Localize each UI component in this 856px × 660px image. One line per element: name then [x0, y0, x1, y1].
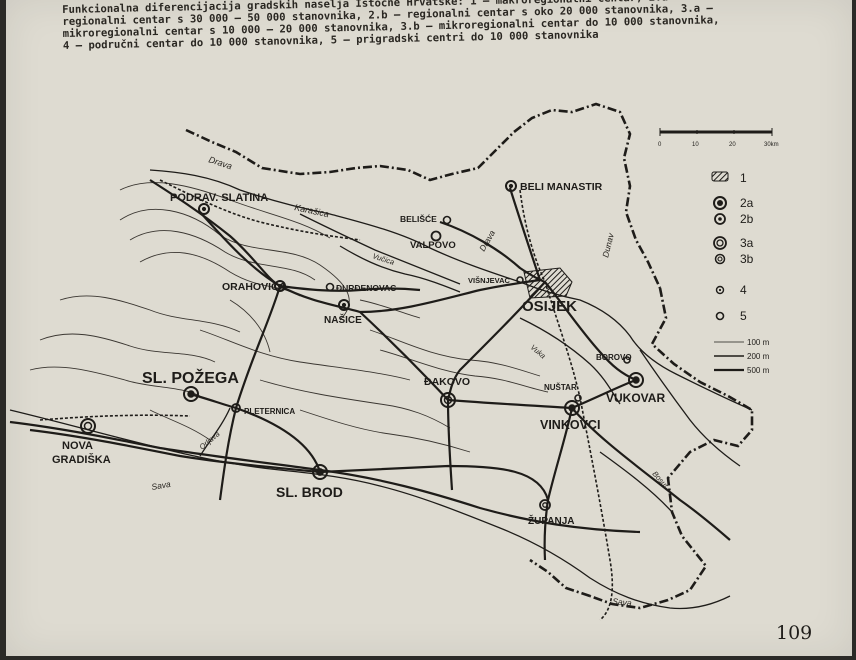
label-sl-brod: SL. BROD	[276, 484, 343, 500]
legend-symbol-2a-dot	[717, 200, 723, 206]
label-gradiska: GRADIŠKA	[52, 453, 111, 466]
legend-label-1: 1	[740, 171, 747, 185]
legend-label-5: 5	[740, 309, 747, 323]
river-label-sava-se: Sava	[612, 596, 633, 608]
label-orahovica: ORAHOVICA	[222, 281, 287, 293]
legend-symbol-3b	[714, 253, 726, 265]
legend-label-2a: 2a	[740, 196, 754, 210]
town-symbol-nasice-dot	[341, 302, 347, 308]
scale-bar: 0 10 20 30km	[658, 128, 779, 148]
legend-symbol-2a	[713, 196, 727, 210]
town-symbol-vukovar	[628, 372, 644, 388]
label-durdenovac: ĐURĐENOVAC	[336, 283, 396, 293]
legend-symbol-2b-dot	[718, 217, 722, 221]
town-symbol-nustar	[574, 394, 582, 402]
town-symbol-zupanja-inner	[542, 502, 548, 508]
town-symbol-sl-brod-dot	[316, 468, 324, 476]
label-sl-pozega: SL. POŽEGA	[142, 368, 239, 387]
river-label-drava-nw: Drava	[207, 154, 233, 171]
river-label-dunav: Dunav	[600, 231, 616, 258]
label-zupanja: ŽUPANJA	[528, 514, 574, 527]
scale-tick-30: 30km	[764, 142, 779, 148]
label-nasice: NAŠICE	[324, 313, 362, 326]
legend-label-3b: 3b	[740, 252, 754, 266]
legend-symbol-3a	[713, 236, 727, 250]
town-symbols	[80, 180, 644, 511]
river-label-sava-w: Sava	[151, 479, 172, 492]
town-symbol-nasice	[338, 299, 350, 311]
town-symbol-beli-manastir-dot	[508, 183, 514, 189]
town-symbol-zupanja	[539, 499, 551, 511]
state-border	[185, 102, 754, 610]
label-belisce: BELIŠĆE	[400, 213, 437, 224]
town-symbol-nova-gradiska	[80, 418, 96, 434]
rivers	[9, 169, 753, 610]
legend-contour-200: 200 m	[747, 352, 770, 361]
town-symbol-orahovica	[274, 280, 286, 292]
book-page: Funkcionalna diferencijacija gradskih na…	[6, 0, 852, 656]
legend-symbol-1	[711, 171, 729, 182]
town-symbol-nova-gradiska-inner	[83, 421, 93, 431]
legend-label-4: 4	[740, 283, 747, 297]
town-symbol-vinkovci	[564, 400, 580, 416]
town-symbol-belisce	[442, 215, 452, 225]
legend-symbol-5	[715, 311, 725, 321]
town-symbol-sl-brod	[312, 464, 328, 480]
label-vukovar: VUKOVAR	[606, 391, 665, 405]
label-nova: NOVA	[62, 440, 93, 452]
scale-tick-0: 0	[658, 142, 662, 148]
town-symbol-dakovo	[440, 392, 456, 408]
town-symbol-podrav-slatina-dot	[201, 206, 207, 212]
scale-tick-10: 10	[692, 142, 699, 148]
scale-tick-20: 20	[729, 142, 736, 148]
label-osijek: OSIJEK	[522, 298, 577, 315]
legend-label-3a: 3a	[740, 236, 754, 250]
town-symbol-orahovica-dot	[277, 283, 283, 289]
town-symbol-sl-pozega	[183, 386, 199, 402]
label-valpovo: VALPOVO	[410, 240, 456, 251]
legend-contour-500: 500 m	[747, 366, 770, 375]
legend-contour-100: 100 m	[747, 338, 770, 347]
label-borovo: BOROVO	[596, 353, 632, 362]
legend-symbol-3a-inner	[716, 239, 724, 247]
town-symbol-borovo	[623, 356, 631, 364]
town-symbol-durdenovac	[325, 282, 335, 292]
legend-symbol-2b	[714, 213, 726, 225]
label-visnjevac: VIŠNJEVAC	[468, 276, 511, 285]
label-pleternica: PLETERNICA	[244, 407, 295, 416]
map-legend: 1 2a 2b 3a 3b 4 5 100 m 200 m 500 m	[711, 171, 770, 375]
town-symbol-visnjevac	[516, 276, 524, 284]
town-symbol-vukovar-dot	[632, 376, 640, 384]
legend-label-2b: 2b	[740, 212, 754, 226]
town-symbol-podrav-slatina	[198, 203, 210, 215]
label-nustar: NUŠTAR	[544, 383, 577, 392]
label-beli-manastir: BELI MANASTIR	[520, 181, 603, 193]
label-vinkovci: VINKOVCI	[540, 418, 600, 432]
label-dakovo: ĐAKOVO	[424, 376, 470, 388]
town-symbol-beli-manastir	[505, 180, 517, 192]
town-symbol-sl-pozega-dot	[187, 390, 195, 398]
osijek-area	[523, 267, 573, 299]
town-symbol-valpovo	[430, 230, 442, 242]
town-symbol-vinkovci-dot	[568, 404, 576, 412]
town-symbol-dakovo-inner	[443, 395, 453, 405]
legend-symbol-4	[715, 285, 725, 295]
legend-symbol-4-dot	[718, 288, 722, 292]
town-symbol-pleternica	[231, 403, 241, 413]
page-number: 109	[776, 622, 813, 644]
roads	[9, 179, 731, 561]
river-label-vuka: Vuka	[529, 343, 548, 361]
place-labels: BELI MANASTIR PODRAV. SLATINA BELIŠĆE VA…	[52, 181, 665, 527]
label-podrav-slatina: PODRAV. SLATINA	[170, 192, 268, 204]
legend-symbol-3b-inner	[717, 256, 723, 262]
river-label-karasica: Karašica	[294, 202, 330, 219]
railways	[39, 179, 614, 621]
river-label-orljava: Orljava	[198, 429, 222, 451]
